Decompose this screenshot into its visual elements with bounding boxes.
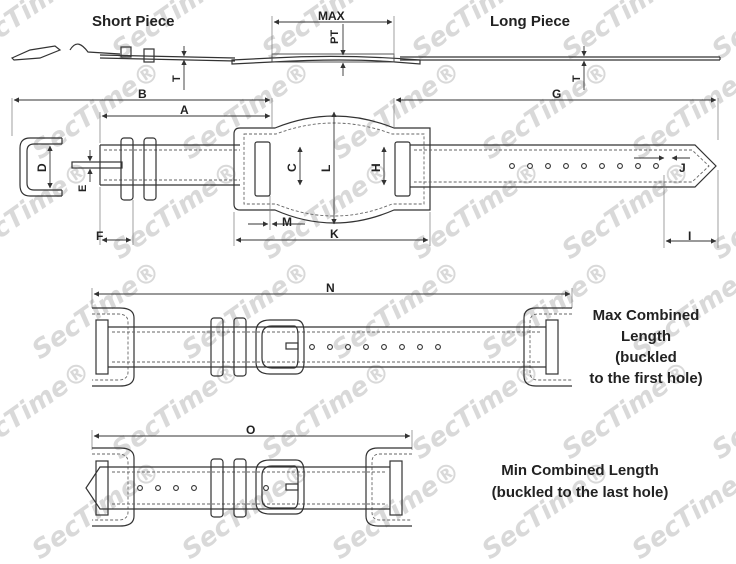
strap-hole xyxy=(381,344,387,350)
max-caption-2: Length xyxy=(621,328,671,345)
dim-pt: PT xyxy=(329,30,341,44)
buckle-hook-profile xyxy=(69,43,121,55)
watermark-text: SecTime® xyxy=(407,356,546,466)
watermark-text: SecTime® xyxy=(707,356,736,466)
watermark-text: SecTime® xyxy=(477,56,616,166)
watermark-text: SecTime® xyxy=(707,156,736,266)
buckle-pin xyxy=(71,161,123,169)
dim-l: L xyxy=(319,165,333,172)
watermark-text: SecTime® xyxy=(27,56,166,166)
strap-hole xyxy=(581,163,587,169)
dim-g: G xyxy=(552,87,561,101)
strap-hole xyxy=(327,344,333,350)
watermark-text: SecTime® xyxy=(407,156,546,266)
dim-d: D xyxy=(35,163,49,172)
holes-top xyxy=(509,163,659,169)
strap-hole xyxy=(173,485,179,491)
dim-h: H xyxy=(369,163,383,172)
strap-hole xyxy=(563,163,569,169)
dim-i: I xyxy=(688,229,691,243)
strap-hole xyxy=(545,163,551,169)
keeper-profile-1 xyxy=(120,46,132,58)
cuff-pad xyxy=(233,115,431,224)
max-combined-view xyxy=(91,288,573,387)
strap-hole xyxy=(635,163,641,169)
side-profile xyxy=(10,16,721,90)
watermark-text: SecTime® xyxy=(257,356,396,466)
pad-profile xyxy=(231,55,421,65)
dim-o: O xyxy=(246,423,255,437)
buckle-frame xyxy=(19,137,62,197)
strap-hole xyxy=(137,485,143,491)
strap-hole xyxy=(435,344,441,350)
dim-max: MAX xyxy=(318,9,345,23)
long-piece-title: Long Piece xyxy=(490,13,570,30)
strap-hole xyxy=(363,344,369,350)
strap-hole xyxy=(155,485,161,491)
watermark-text: SecTime® xyxy=(557,156,696,266)
dim-t-left: T xyxy=(171,75,183,82)
watermark-text: SecTime® xyxy=(107,156,246,266)
dim-n: N xyxy=(326,281,335,295)
max-caption-4: to the first hole) xyxy=(589,370,702,387)
watermark-text: SecTime® xyxy=(327,56,466,166)
min-combined-view xyxy=(85,430,413,527)
strap-hole xyxy=(617,163,623,169)
strap-hole xyxy=(345,344,351,350)
keeper-1 xyxy=(120,137,134,201)
lug-bar-left xyxy=(254,141,271,197)
watermark-text: SecTime® xyxy=(177,56,316,166)
watermark-text: SecTime® xyxy=(0,356,96,466)
watermark-text: SecTime® xyxy=(557,0,696,66)
dim-e: E xyxy=(77,185,89,192)
dim-j: J xyxy=(679,161,686,175)
max-caption-3: (buckled xyxy=(615,349,677,366)
dim-b: B xyxy=(138,87,147,101)
strap-hole xyxy=(527,163,533,169)
dim-t-right: T xyxy=(571,75,583,82)
watermark-text: SecTime® xyxy=(707,0,736,66)
top-view xyxy=(11,97,719,248)
min-caption-1: Min Combined Length xyxy=(501,462,658,479)
strap-hole xyxy=(509,163,515,169)
max-caption-1: Max Combined xyxy=(593,307,700,324)
dim-c: C xyxy=(285,163,299,172)
strap-hole xyxy=(399,344,405,350)
watermark-text: SecTime® xyxy=(407,0,546,66)
short-piece-title: Short Piece xyxy=(92,13,175,30)
dim-k: K xyxy=(330,227,339,241)
watermark-text: SecTime® xyxy=(627,56,736,166)
strap-hole xyxy=(599,163,605,169)
min-caption-2: (buckled to the last hole) xyxy=(492,484,669,501)
watermark-text: SecTime® xyxy=(0,0,96,66)
strap-hole xyxy=(263,485,269,491)
keeper-2 xyxy=(143,137,157,201)
dim-a: A xyxy=(180,103,189,117)
lug-bar-right xyxy=(394,141,411,197)
buckle-tongue-profile xyxy=(10,45,62,61)
strap-hole xyxy=(417,344,423,350)
dim-f: F xyxy=(96,229,103,243)
strap-hole xyxy=(191,485,197,491)
dim-m: M xyxy=(282,215,292,229)
strap-hole xyxy=(309,344,315,350)
strap-hole xyxy=(653,163,659,169)
